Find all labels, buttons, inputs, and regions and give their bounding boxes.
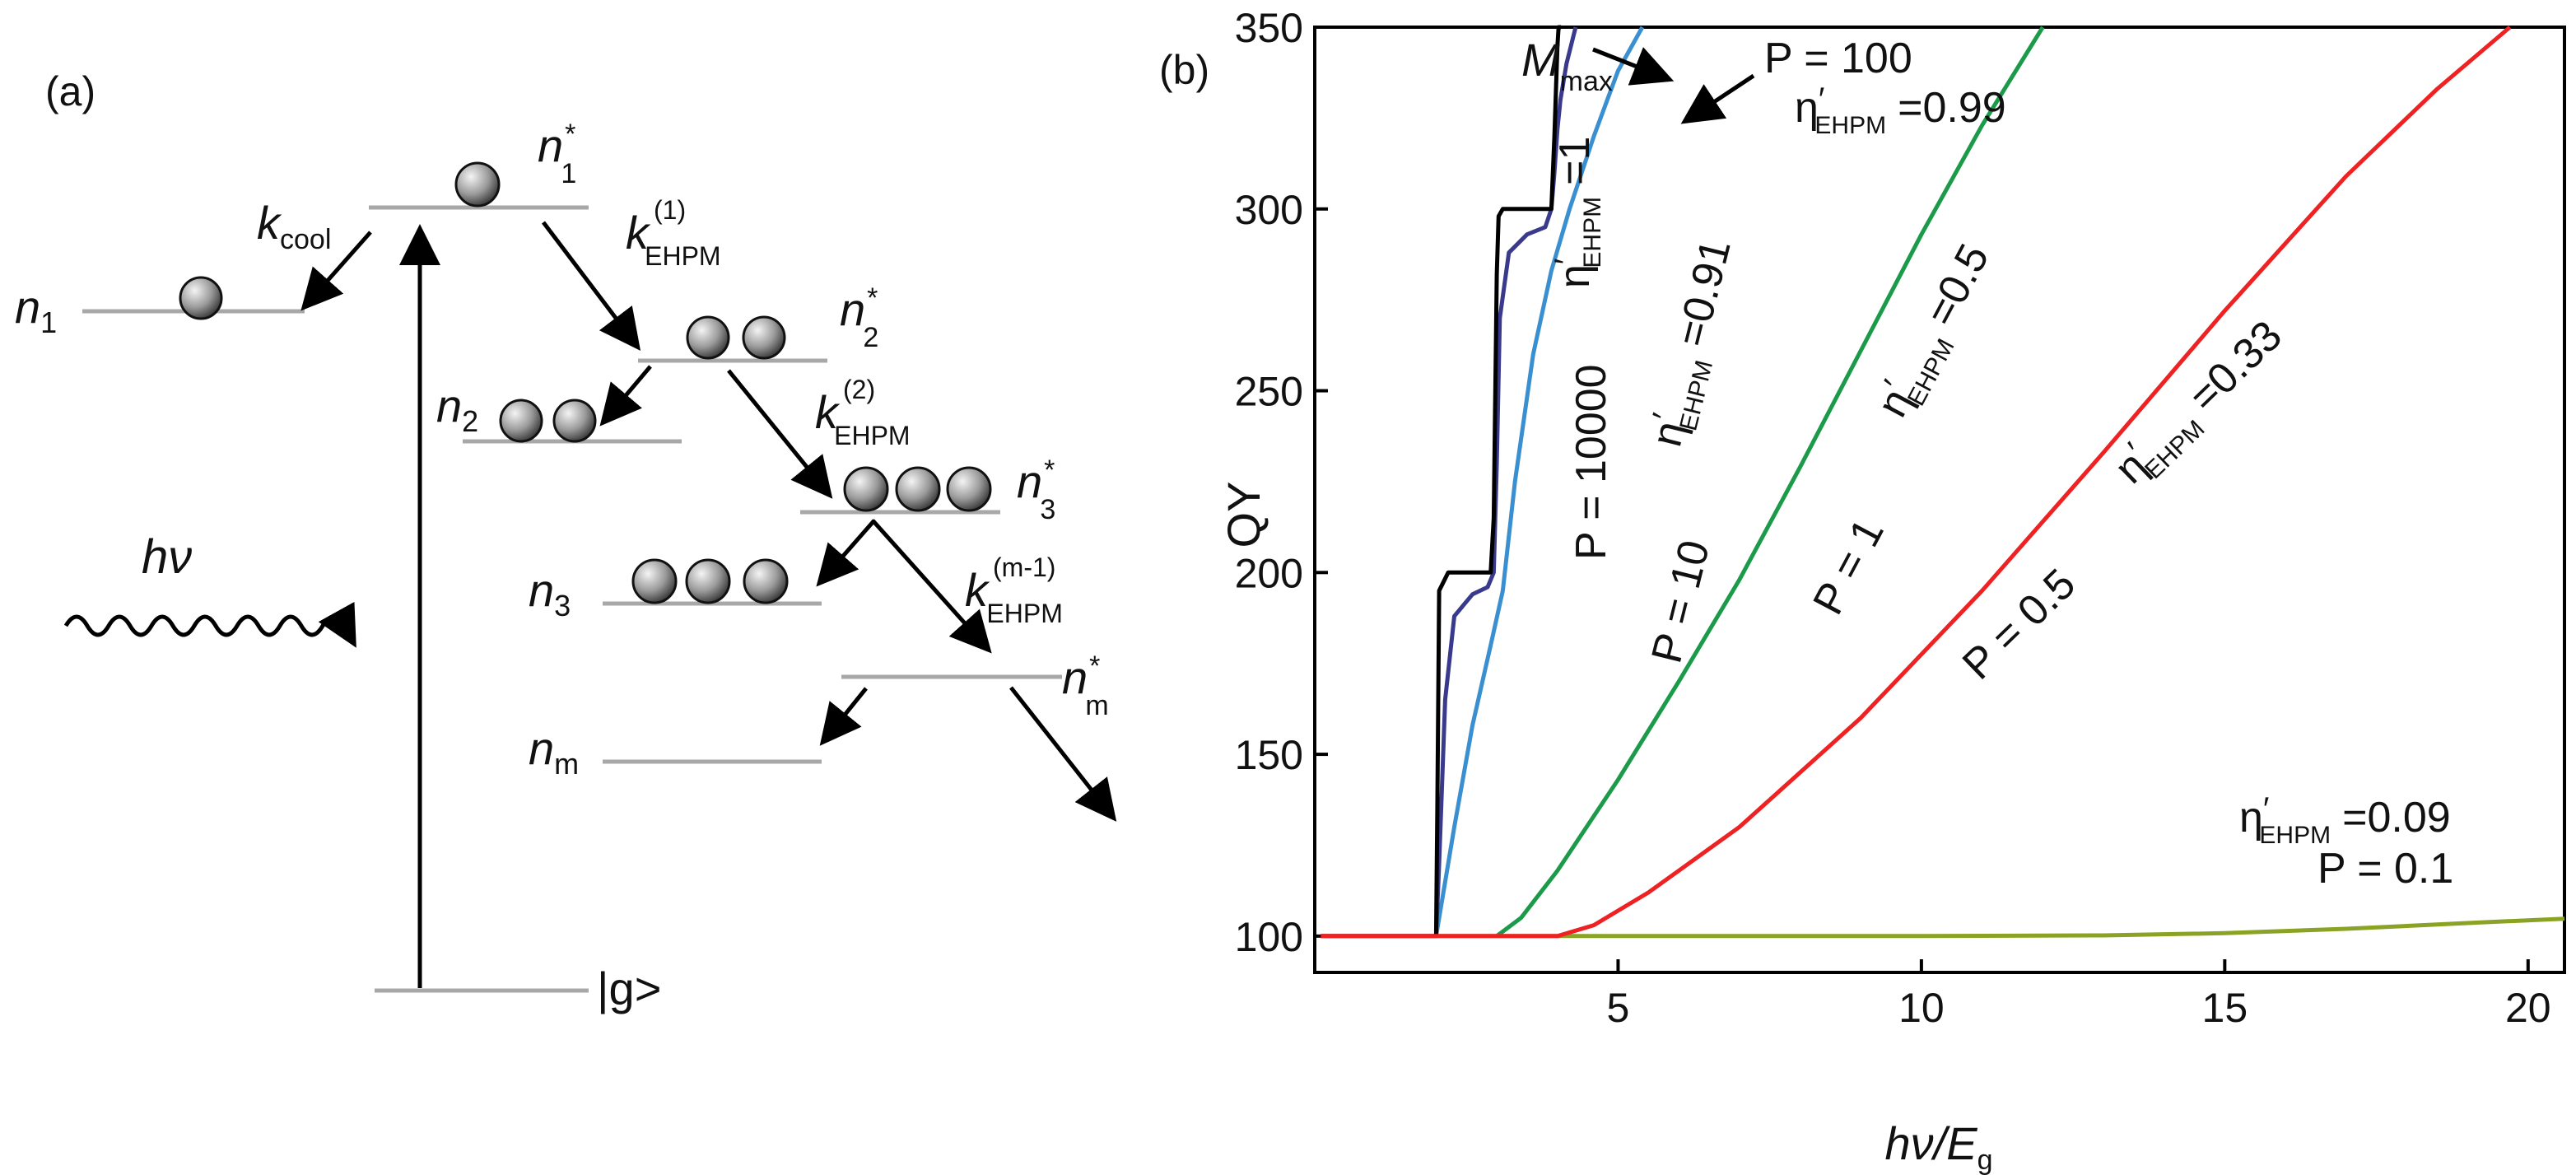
annotation-p01: P = 0.1	[2317, 845, 2453, 893]
y-tick-label: 250	[1235, 369, 1303, 415]
ehpm-arrow-out	[1009, 686, 1117, 822]
qy-plot: 100 150 200 250 300 350 5 10 15 20	[1235, 5, 2566, 1031]
carrier-ball	[946, 466, 992, 512]
series-line-p10	[1433, 26, 1645, 937]
cooling-arrow-m	[819, 687, 868, 746]
annotation-eta-05: η′EHPM=0.5	[1866, 235, 2005, 428]
x-tick-label: 15	[2202, 985, 2248, 1031]
label-k-cool: kcool	[257, 197, 331, 255]
carrier-ball	[631, 558, 678, 604]
panel-b-label: (b)	[1159, 47, 1209, 93]
annotation-eta-099: η′EHPM=0.99	[1795, 82, 2006, 139]
carrier-ball	[685, 558, 731, 604]
label-k1: k(1)EHPM	[626, 195, 721, 271]
carrier-ball	[499, 399, 543, 443]
label-n1-star: n*1	[538, 119, 576, 189]
x-axis: 5 10 15 20	[1607, 959, 2551, 1031]
label-n1: n1	[15, 281, 57, 339]
carrier-ball	[179, 276, 223, 320]
annotation-p10000: P = 10000	[1567, 364, 1615, 560]
x-tick-label: 5	[1607, 985, 1630, 1031]
carrier-ball	[552, 399, 597, 443]
label-n2: n2	[436, 380, 478, 438]
label-n3-star: n*3	[1017, 455, 1055, 525]
annotation-eta-091: η′EHPM=0.91	[1640, 234, 1747, 453]
series-line-p100	[1433, 26, 1578, 936]
carrier-ball	[686, 315, 730, 360]
series-line-p10000	[1321, 25, 1563, 939]
series-line-p01	[1436, 916, 2565, 939]
panel-a-label: (a)	[45, 68, 95, 114]
cooling-arrow	[300, 231, 372, 311]
label-k2: k(2)EHPM	[815, 375, 911, 450]
ehpm-arrow-1	[542, 221, 641, 351]
series-group	[1321, 25, 2565, 939]
y-tick-label: 200	[1235, 550, 1303, 596]
y-tick-label: 300	[1235, 187, 1303, 233]
label-nm: nm	[529, 722, 579, 781]
carrier-ball	[742, 315, 786, 360]
annotation-eta-009: η′EHPM=0.09	[2239, 791, 2451, 849]
carrier-ball	[895, 466, 941, 512]
carrier-ball	[454, 161, 501, 207]
label-km: k(m-1)EHPM	[965, 553, 1063, 628]
x-axis-label: hν/Eg	[1885, 1117, 1993, 1175]
y-tick-label: 100	[1235, 914, 1303, 960]
y-axis-label: QY	[1218, 482, 1269, 548]
label-n2-star: n*2	[840, 282, 878, 353]
photon-wave	[63, 601, 356, 648]
label-n3: n3	[529, 564, 571, 622]
ehpm-arrow-m	[871, 519, 992, 654]
ehpm-arrow-2	[727, 369, 833, 499]
plot-frame	[1313, 26, 2566, 974]
photon-label: hν	[142, 530, 192, 584]
p100-arrow	[1680, 73, 1755, 124]
mmax-arrow	[1592, 47, 1675, 86]
label-nm-star: n*m	[1062, 650, 1109, 721]
x-tick-label: 10	[1898, 985, 1945, 1031]
carrier-ball	[843, 466, 889, 512]
series-line-p05	[1321, 26, 2512, 939]
cooling-arrow-3	[816, 519, 876, 587]
y-tick-label: 150	[1235, 732, 1303, 778]
x-tick-label: 20	[2505, 985, 2551, 1031]
annotation-p1: P = 1	[1804, 511, 1893, 622]
annotation-p100: P = 100	[1764, 35, 1912, 82]
annotation-eta-1: η′EHPM=1	[1549, 137, 1606, 288]
annotation-p10: P = 10	[1642, 535, 1719, 667]
y-axis: 100 150 200 250 300 350	[1235, 5, 1328, 960]
series-line-p1	[1495, 26, 2045, 938]
carrier-ball	[743, 558, 789, 604]
annotation-p05: P = 0.5	[1954, 560, 2085, 689]
cooling-arrow-2	[599, 365, 652, 427]
y-tick-label: 350	[1235, 5, 1303, 51]
mmax-label: Mmax	[1521, 34, 1613, 97]
panel-a: (a) hν	[15, 68, 1117, 1014]
label-ground: |g>	[597, 963, 661, 1014]
